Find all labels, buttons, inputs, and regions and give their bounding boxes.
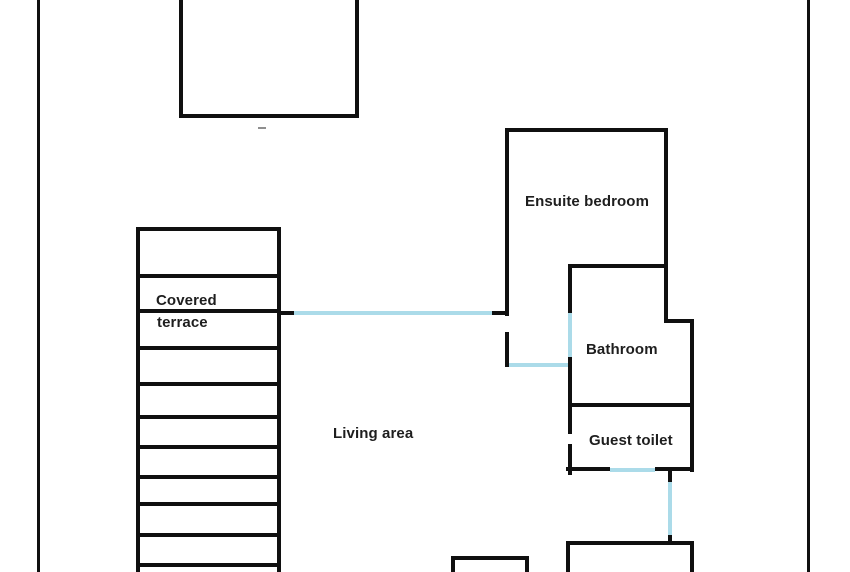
terrace-slat-10 bbox=[140, 563, 277, 567]
bottom-left-room-wall-left bbox=[451, 556, 455, 572]
terrace-door-tick-right bbox=[492, 311, 506, 315]
pool-wall-bottom bbox=[179, 114, 359, 118]
bedroom-wall-left-lower bbox=[505, 332, 509, 367]
bathroom-wall-top bbox=[568, 264, 668, 268]
guest-toilet-wall-left-upper bbox=[568, 403, 572, 434]
living-area-label: Living area bbox=[333, 425, 414, 442]
hall-connector-tick-bottom bbox=[668, 535, 672, 545]
terrace-wall-right bbox=[277, 227, 281, 572]
outer-wall-left bbox=[37, 0, 40, 572]
bottom-room-wall-top bbox=[566, 541, 694, 545]
terrace-slat-3 bbox=[140, 346, 277, 350]
bathroom-step bbox=[664, 319, 694, 323]
guest-toilet-label: Guest toilet bbox=[589, 432, 673, 449]
guest-toilet-wall-bottom-left bbox=[566, 467, 610, 471]
pool-label: Pool bbox=[233, 0, 293, 3]
ensuite-bedroom-label: Ensuite bedroom bbox=[525, 193, 650, 210]
covered-terrace-label-line2: terrace bbox=[157, 314, 208, 331]
guest-toilet-wall-bottom-right bbox=[655, 467, 694, 471]
terrace-wall-top bbox=[136, 227, 281, 231]
bottom-room-wall-right bbox=[690, 541, 694, 572]
hall-connector-door bbox=[668, 482, 672, 535]
pool-mark bbox=[258, 127, 266, 129]
bedroom-door bbox=[509, 363, 569, 367]
bottom-left-room-wall-right bbox=[525, 556, 529, 572]
terrace-slat-8 bbox=[140, 502, 277, 506]
guest-toilet-wall-left-lower bbox=[568, 444, 572, 475]
terrace-slat-7 bbox=[140, 475, 277, 479]
bathroom-door bbox=[568, 313, 572, 357]
bathroom-wall-left-upper bbox=[568, 264, 572, 313]
terrace-slat-2 bbox=[140, 309, 277, 313]
terrace-door-tick-left bbox=[281, 311, 294, 315]
terrace-slat-5 bbox=[140, 415, 277, 419]
bathroom-wall-left-lower bbox=[568, 357, 572, 407]
guest-toilet-wall-top bbox=[568, 403, 694, 407]
bedroom-wall-left-upper bbox=[505, 128, 509, 316]
hall-connector-tick-top bbox=[668, 471, 672, 482]
pool-wall-right bbox=[355, 0, 359, 118]
bathroom-wall-right bbox=[690, 319, 694, 472]
terrace-slat-9 bbox=[140, 533, 277, 537]
bedroom-wall-right bbox=[664, 128, 668, 323]
bathroom-label: Bathroom bbox=[586, 341, 658, 358]
terrace-door bbox=[294, 311, 492, 315]
guest-toilet-door bbox=[610, 468, 655, 472]
terrace-slat-6 bbox=[140, 445, 277, 449]
covered-terrace-label-line1: Covered bbox=[156, 292, 217, 309]
bottom-left-room-wall-top bbox=[451, 556, 529, 560]
terrace-slat-1 bbox=[140, 274, 277, 278]
pool-wall-left bbox=[179, 0, 183, 118]
terrace-slat-4 bbox=[140, 382, 277, 386]
bottom-room-wall-left bbox=[566, 541, 570, 572]
terrace-wall-left bbox=[136, 227, 140, 572]
bedroom-wall-top bbox=[505, 128, 668, 132]
outer-wall-right bbox=[807, 0, 810, 572]
